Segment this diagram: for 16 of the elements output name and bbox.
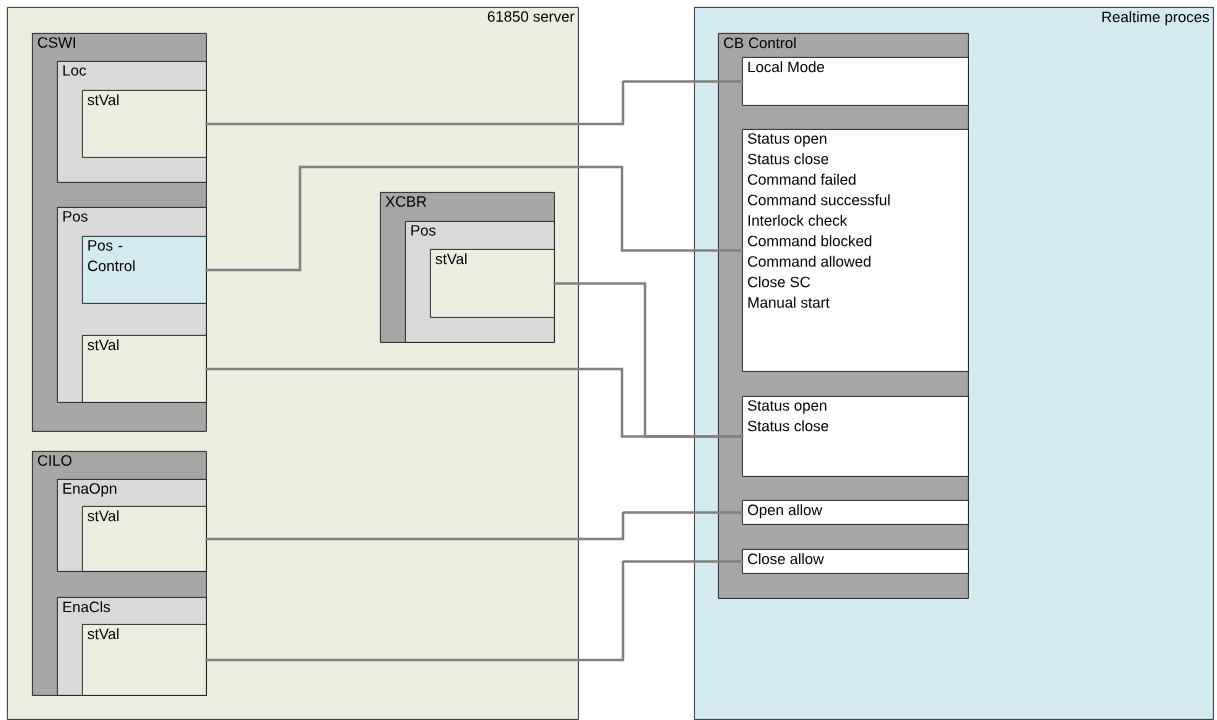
connector-line [205,367,744,438]
connector-line [205,79,744,126]
attribute-box: Pos - Control [82,236,207,304]
attribute-box: stVal [82,506,207,572]
signal-box: Close allow [742,549,969,574]
connector-line [205,165,744,272]
connector-line [205,559,744,662]
signal-box: Local Mode [742,57,969,106]
signal-box: Open allow [742,500,969,525]
attribute-box: stVal [82,335,207,403]
connector-line [205,510,744,541]
signal-list-box: Status open Status close [742,396,969,477]
attribute-box: stVal [82,90,207,158]
attribute-box: stVal [82,624,207,696]
attribute-box: stVal [430,249,555,318]
signal-list-box: Status open Status close Command failed Command successful Interlock check Command blocked Command allowed Close SC Manual start [742,129,969,372]
